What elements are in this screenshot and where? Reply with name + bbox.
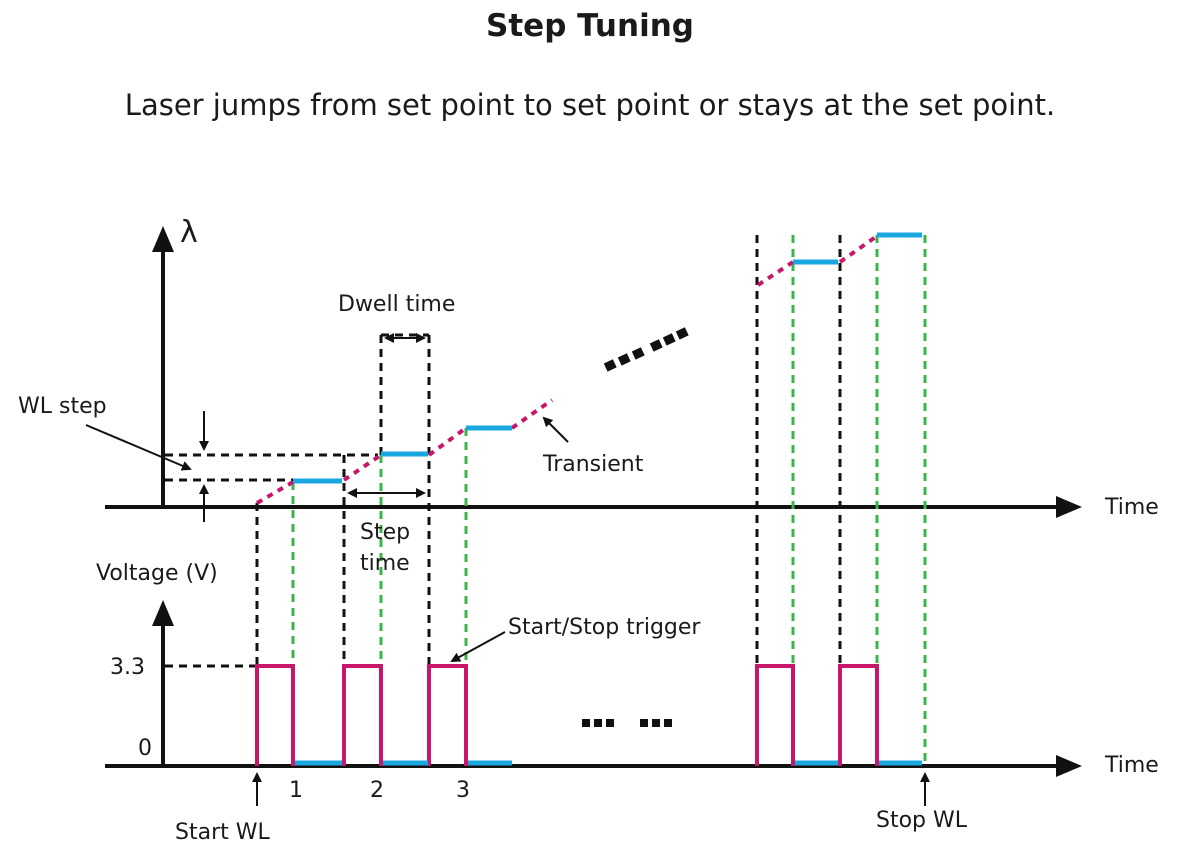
trigger-pulse-4 — [755, 664, 795, 766]
time-axis-lower-arrow — [1056, 755, 1082, 777]
start-wl-label: Start WL — [175, 820, 270, 845]
time-axis-upper-arrow — [1056, 496, 1082, 518]
transient-2 — [342, 453, 383, 482]
step-time-label-1: Step — [360, 520, 410, 545]
time-label-upper: Time — [1104, 495, 1159, 520]
transient-1 — [255, 480, 295, 505]
pulse-number-3: 3 — [456, 778, 470, 803]
trigger-pulse-2 — [342, 664, 383, 766]
time-label-lower: Time — [1104, 753, 1159, 778]
voltage-axis-arrow — [152, 600, 174, 626]
pulse-number-2: 2 — [370, 778, 384, 803]
transient-3 — [427, 426, 468, 457]
page-title: Step Tuning — [486, 8, 694, 44]
transient-pointer — [542, 416, 569, 443]
transient-6 — [838, 234, 879, 264]
transient-5 — [756, 260, 795, 287]
trigger-pulse-3 — [427, 664, 468, 766]
lambda-label: λ — [180, 215, 198, 250]
continuation-dashes-lower — [582, 719, 672, 727]
wl-step-label: WL step — [18, 394, 107, 419]
stop-wl-label: Stop WL — [876, 808, 968, 833]
trigger-pulse-1 — [255, 664, 295, 766]
continuation-dashes-upper — [603, 327, 689, 372]
start-stop-trigger-label: Start/Stop trigger — [508, 615, 701, 640]
tick-high: 3.3 — [110, 655, 145, 680]
step-time-label-2: time — [360, 551, 410, 576]
trigger-pointer — [450, 631, 506, 662]
dwell-time-label: Dwell time — [338, 292, 455, 317]
transient-label: Transient — [542, 452, 644, 477]
pulse-number-1: 1 — [289, 778, 303, 803]
voltage-label: Voltage (V) — [96, 561, 218, 586]
wl-step-pointer — [85, 424, 192, 471]
tick-zero: 0 — [138, 736, 152, 761]
lambda-axis-arrow — [152, 226, 174, 252]
transient-4 — [510, 398, 554, 430]
page-subtitle: Laser jumps from set point to set point … — [124, 88, 1056, 122]
trigger-pulse-5 — [838, 664, 879, 766]
